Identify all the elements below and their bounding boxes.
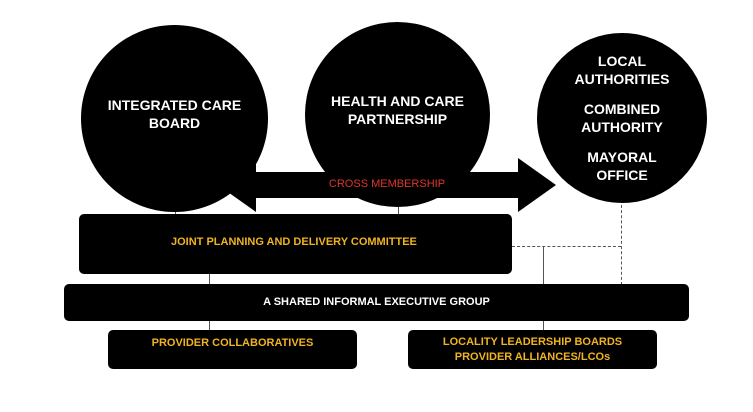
connector-la-executive — [621, 205, 622, 285]
joint-planning-delivery-committee-box: JOINT PLANNING AND DELIVERY COMMITTEE — [79, 214, 512, 274]
mayoral-office-label: MAYORAL OFFICE — [587, 149, 657, 183]
connector-jpdc-executive-right — [543, 246, 544, 284]
connector-executive-locality — [543, 321, 544, 330]
combined-authority-label: COMBINED AUTHORITY — [581, 101, 663, 135]
local-authorities-label: LOCAL AUTHORITIES — [574, 53, 670, 87]
locality-leadership-label: LOCALITY LEADERSHIP BOARDS — [442, 335, 623, 348]
provider-collaboratives-box: PROVIDER COLLABORATIVES — [108, 330, 357, 369]
connector-jpdc-la — [512, 246, 621, 247]
executive-label: A SHARED INFORMAL EXECUTIVE GROUP — [263, 296, 490, 308]
provider-collaboratives-label: PROVIDER COLLABORATIVES — [151, 337, 314, 349]
cross-membership-arrow — [218, 158, 556, 212]
double-arrow-shape — [218, 158, 556, 212]
connector-jpdc-executive-left — [209, 274, 210, 284]
shared-executive-group-box: A SHARED INFORMAL EXECUTIVE GROUP — [64, 284, 689, 321]
provider-alliances-label: PROVIDER ALLIANCES/LCOs — [454, 350, 611, 363]
locality-leadership-box: LOCALITY LEADERSHIP BOARDS PROVIDER ALLI… — [408, 330, 657, 369]
integrated-care-board-label: INTEGRATED CARE BOARD — [107, 96, 242, 131]
connector-executive-provider — [209, 321, 210, 330]
cross-membership-label: CROSS MEMBERSHIP — [328, 178, 446, 190]
health-care-partnership-label: HEALTH AND CARE PARTNERSHIP — [331, 92, 464, 127]
jpdc-label: JOINT PLANNING AND DELIVERY COMMITTEE — [171, 235, 417, 248]
local-authorities-circle: LOCAL AUTHORITIES COMBINED AUTHORITY MAY… — [537, 33, 707, 203]
